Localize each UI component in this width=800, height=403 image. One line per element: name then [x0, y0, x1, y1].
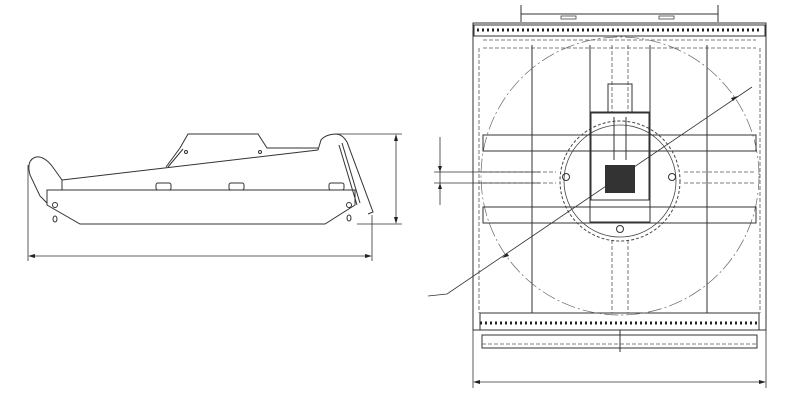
length-dimension	[27, 165, 373, 261]
height-dimension	[337, 133, 402, 225]
bolt	[258, 150, 262, 154]
offset-dimension	[434, 137, 540, 205]
right-fin	[317, 133, 374, 215]
deck-outline	[46, 189, 356, 225]
hood-support	[165, 147, 184, 168]
beam-front	[482, 134, 757, 152]
beam-rear	[482, 206, 757, 224]
pivot	[616, 225, 624, 233]
hinge-left	[52, 202, 58, 208]
left-fin	[28, 156, 63, 204]
skid-bump	[228, 182, 245, 191]
blade-circle	[480, 36, 760, 316]
ring-right	[346, 214, 352, 222]
hinge-right	[346, 202, 352, 208]
pivot	[562, 173, 570, 181]
hitch	[520, 5, 719, 22]
skid-bump	[328, 182, 345, 191]
ring-left	[52, 215, 58, 223]
front-bar	[473, 24, 766, 37]
side-view	[27, 133, 402, 261]
pivot	[668, 173, 676, 181]
diameter-dimension	[427, 86, 753, 297]
top-view	[427, 5, 767, 388]
gear	[559, 120, 681, 242]
width-dimension	[472, 330, 767, 388]
hood	[179, 133, 318, 149]
rear-flap	[338, 142, 361, 206]
bolt	[184, 150, 188, 154]
upper-deck-line	[61, 149, 319, 181]
skid-bump	[155, 182, 172, 191]
